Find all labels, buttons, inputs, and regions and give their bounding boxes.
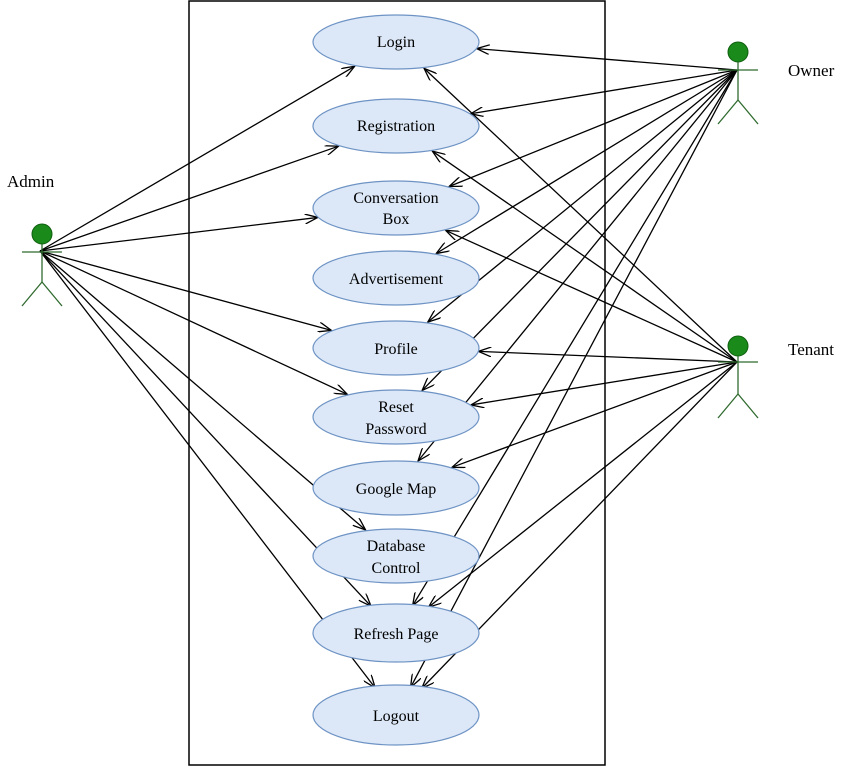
association-admin-profile — [39, 250, 331, 330]
usecase-google-map-label: Google Map — [356, 481, 436, 498]
association-admin-reset-password — [39, 250, 347, 394]
actor-admin-label: Admin — [7, 172, 55, 191]
association-tenant-profile — [478, 351, 738, 363]
actor-tenant-body — [717, 356, 759, 419]
usecase-advertisement-label: Advertisement — [349, 271, 444, 288]
association-owner-google-map — [418, 69, 738, 461]
usecase-conversation-box-label-line1: Conversation — [353, 190, 438, 207]
usecase-refresh-page-label: Refresh Page — [354, 626, 439, 643]
usecase-reset-password-label-line1: Reset — [378, 399, 414, 416]
association-admin-conversation-box — [39, 217, 318, 252]
association-owner-logout — [411, 69, 738, 687]
actor-owner[interactable]: Owner — [717, 41, 835, 125]
actor-admin-head — [31, 223, 53, 245]
usecase-profile-label: Profile — [374, 341, 418, 358]
usecase-database-control[interactable]: Database Control — [312, 528, 480, 584]
actor-admin[interactable]: Admin — [7, 172, 63, 307]
association-admin-database-control — [39, 250, 366, 530]
association-owner-reset-password — [422, 69, 738, 390]
association-tenant-login — [424, 68, 738, 363]
actor-tenant[interactable]: Tenant — [717, 335, 834, 419]
association-tenant-registration — [432, 151, 738, 363]
actor-admin-body — [21, 244, 63, 307]
association-admin-logout — [39, 250, 375, 688]
association-tenant-google-map — [452, 361, 738, 467]
association-owner-refresh-page — [413, 69, 738, 606]
usecase-login-label: Login — [377, 34, 415, 51]
usecase-registration[interactable]: Registration — [312, 98, 480, 154]
association-owner-conversation-box — [449, 69, 738, 186]
association-owner-registration — [471, 69, 738, 114]
usecase-reset-password[interactable]: Reset Password — [312, 389, 480, 445]
usecase-profile[interactable]: Profile — [312, 320, 480, 376]
actor-tenant-label: Tenant — [788, 340, 834, 359]
association-owner-login — [477, 49, 738, 71]
usecase-registration-label: Registration — [357, 118, 435, 135]
usecase-advertisement[interactable]: Advertisement — [312, 250, 480, 306]
actor-owner-body — [717, 62, 759, 125]
association-owner-advertisement — [436, 69, 738, 253]
usecase-reset-password-label-line2: Password — [365, 421, 426, 438]
actor-tenant-head — [727, 335, 749, 357]
actor-owner-head — [727, 41, 749, 63]
usecase-database-control-label-line1: Database — [367, 538, 426, 555]
usecase-database-control-label-line2: Control — [372, 560, 421, 577]
actor-owner-label: Owner — [788, 61, 835, 80]
association-admin-refresh-page — [39, 250, 371, 606]
usecase-refresh-page[interactable]: Refresh Page — [312, 603, 480, 663]
usecase-logout-label: Logout — [373, 708, 420, 725]
association-admin-login — [39, 66, 355, 252]
usecase-conversation-box[interactable]: Conversation Box — [312, 180, 480, 236]
usecase-login[interactable]: Login — [312, 14, 480, 70]
association-admin-registration — [39, 146, 338, 252]
association-tenant-reset-password — [471, 361, 738, 405]
usecase-google-map[interactable]: Google Map — [312, 460, 480, 516]
association-tenant-conversation-box — [446, 230, 738, 363]
usecase-conversation-box-label-line2: Box — [383, 211, 410, 228]
associations-layer — [39, 49, 738, 689]
association-tenant-refresh-page — [428, 361, 738, 607]
usecase-logout[interactable]: Logout — [312, 684, 480, 746]
